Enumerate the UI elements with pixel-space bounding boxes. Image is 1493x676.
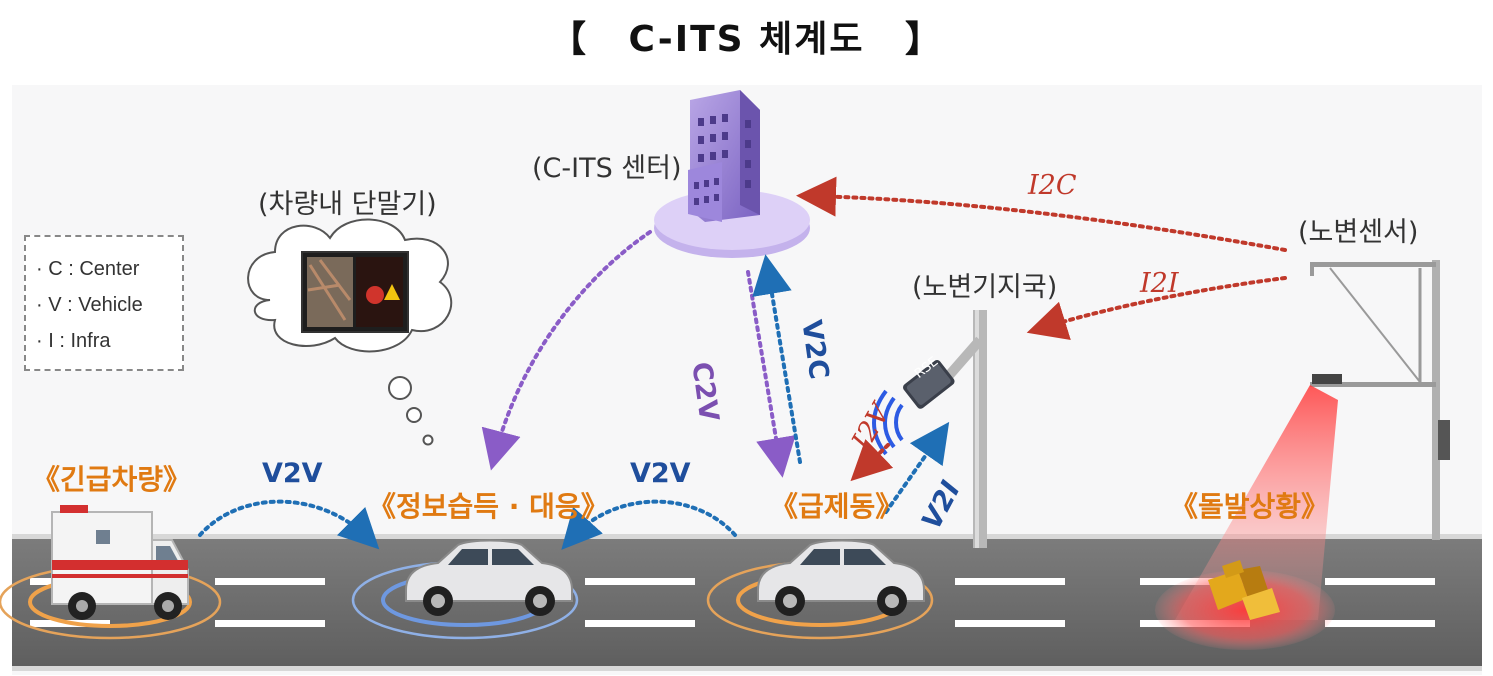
page-title: 【 C-ITS 체계도 】 <box>0 10 1493 62</box>
in-vehicle-terminal-cloud <box>247 218 453 446</box>
cits-center-building <box>654 90 810 258</box>
label-v2v-right: V2V <box>630 458 691 489</box>
label-v2v-left: V2V <box>262 458 323 489</box>
link-v2i <box>884 421 950 514</box>
roadside-station <box>872 310 987 548</box>
link-v2c <box>752 254 802 464</box>
link-c2v <box>746 270 796 478</box>
link-i2i <box>1026 276 1287 340</box>
label-roadside-sensor: (노변센서) <box>1298 217 1419 248</box>
label-i2c: I2C <box>1028 170 1077 201</box>
label-i2i: I2I <box>1140 268 1179 299</box>
road-edge-top <box>12 534 1482 539</box>
label-emergency-vehicle: 《긴급차량》 <box>32 463 192 496</box>
car-sudden-brake <box>757 539 925 616</box>
legend-item-center: · C : Center <box>36 258 140 280</box>
label-incident: 《돌발상황》 <box>1170 490 1330 523</box>
legend-item-infra: · I : Infra <box>36 330 111 352</box>
label-cits-center: (C-ITS 센터) <box>532 153 682 184</box>
link-i2v <box>850 438 894 482</box>
title-left-bracket: 【 <box>549 19 588 60</box>
fallen-boxes <box>1208 560 1280 620</box>
label-in-vehicle-terminal: (차량내 단말기) <box>258 189 437 220</box>
link-v2v-right <box>561 499 737 550</box>
ambulance <box>51 505 189 620</box>
roadside-sensor <box>1155 260 1450 650</box>
legend-item-vehicle: · V : Vehicle <box>36 294 143 316</box>
legend: · C : Center · V : Vehicle · I : Infra <box>24 235 184 371</box>
link-center-to-vehicle <box>481 230 652 471</box>
title-text: C-ITS 체계도 <box>628 19 865 60</box>
road-edge-bottom <box>12 666 1482 671</box>
label-roadside-station: (노변기지국) <box>912 272 1058 303</box>
link-i2c <box>796 176 1287 252</box>
label-sudden-brake: 《급제동》 <box>770 490 904 523</box>
link-v2v-left <box>198 499 380 550</box>
label-info-response: 《정보습득 · 대응》 <box>368 490 609 523</box>
car-info-response <box>405 539 573 616</box>
title-right-bracket: 】 <box>905 19 944 60</box>
